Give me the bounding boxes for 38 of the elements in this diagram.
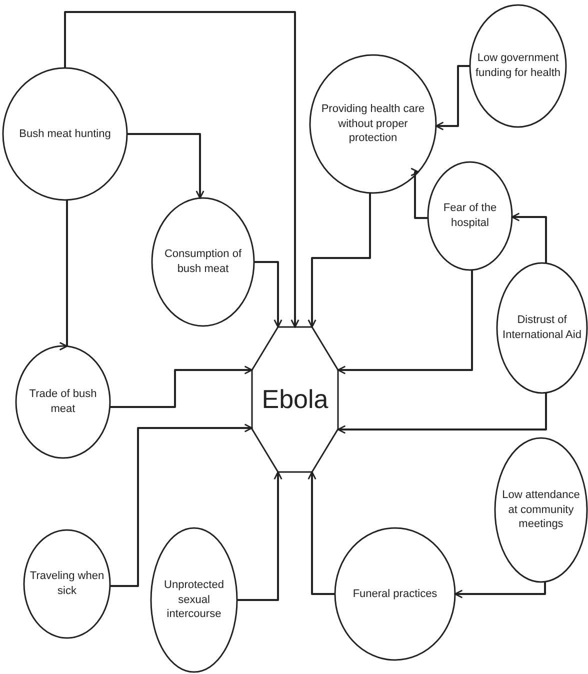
- arrow: [410, 168, 428, 219]
- circle-node: [494, 437, 588, 583]
- circle-node: [2, 67, 128, 201]
- circle-node: [150, 527, 238, 673]
- circle-node: [469, 4, 567, 128]
- arrow: [237, 471, 282, 601]
- node-label: Unprotected sexual intercourse: [163, 578, 225, 622]
- circle-node: [496, 262, 588, 394]
- arrow: [454, 582, 546, 598]
- node-label: Bush meat hunting: [19, 126, 111, 142]
- node-label: Traveling when sick: [28, 569, 106, 599]
- circle-node: [151, 197, 255, 327]
- arrow: [337, 392, 547, 434]
- arrow: [511, 212, 547, 264]
- circle-node: [427, 161, 513, 271]
- node-label: Ebola: [262, 382, 328, 416]
- octagon-node: [251, 326, 339, 473]
- node-label: Consumption of bush meat: [163, 247, 243, 277]
- arrow: [254, 261, 282, 328]
- arrow: [435, 65, 470, 130]
- circle-node: [23, 529, 111, 639]
- arrow: [64, 11, 300, 328]
- arrow: [308, 471, 335, 595]
- circle-node: [309, 54, 437, 194]
- node-label: Fear of the hospital: [442, 201, 498, 231]
- node-label: Funeral practices: [352, 586, 438, 602]
- node-label: Trade of bush meat: [28, 387, 98, 417]
- node-label: Distrust of International Aid: [502, 313, 582, 343]
- arrow: [110, 424, 253, 587]
- circle-node: [334, 527, 456, 661]
- arrow: [308, 192, 371, 328]
- circle-node: [15, 345, 111, 459]
- arrow: [337, 270, 473, 374]
- node-label: Providing health care without proper protection: [320, 102, 426, 146]
- arrow: [110, 366, 253, 408]
- arrow: [127, 133, 204, 199]
- node-label: Low attendance at community meetings: [501, 488, 581, 532]
- node-label: Low government funding for health: [474, 51, 562, 81]
